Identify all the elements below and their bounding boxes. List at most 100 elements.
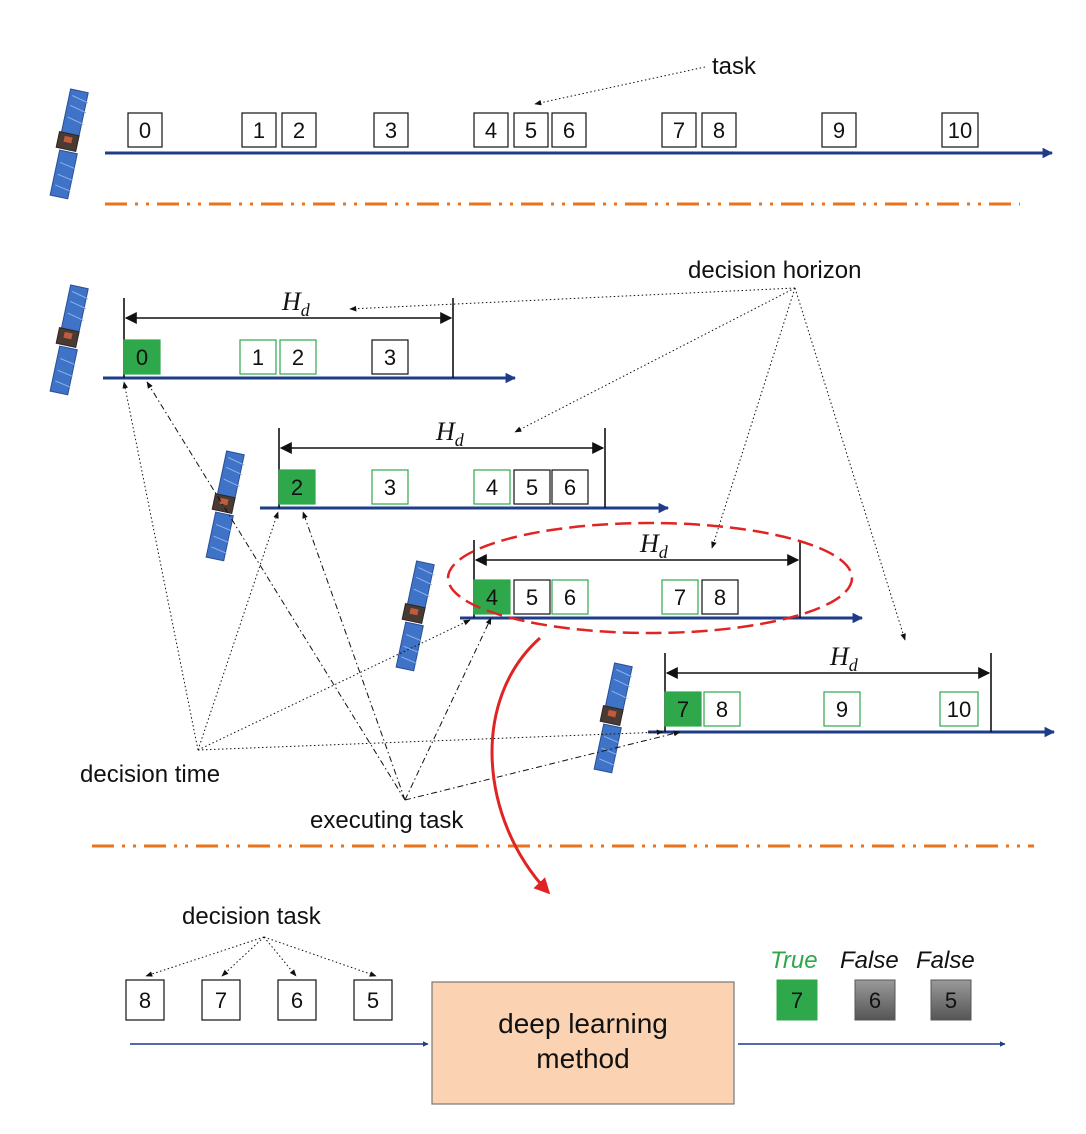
task-number: 1 (253, 118, 265, 143)
task-number: 0 (139, 118, 151, 143)
decision-horizon-label: decision horizon (688, 257, 861, 284)
output-value: 5 (945, 988, 957, 1013)
task-number: 0 (136, 345, 148, 370)
task-box: 1 (241, 112, 277, 148)
task-box: 4 (473, 112, 509, 148)
task-box: 7 (201, 979, 241, 1021)
task-box: 6 (277, 979, 317, 1021)
task-number: 1 (252, 345, 264, 370)
output-value: 6 (869, 988, 881, 1013)
executing-task-label: executing task (310, 807, 464, 834)
horizon-label: Hd (639, 529, 669, 562)
task-box: 2 (278, 469, 316, 505)
zoom-arrow (490, 636, 551, 895)
output-box (776, 979, 818, 1021)
horizon-label: Hd (281, 287, 311, 320)
task-number: 5 (526, 475, 538, 500)
task-box: 5 (513, 579, 551, 615)
task-pointer (534, 66, 706, 106)
task-number: 4 (486, 585, 498, 610)
task-box: 7 (664, 691, 702, 727)
output-box (930, 979, 972, 1021)
task-number: 7 (677, 697, 689, 722)
output-item: False 5 (916, 947, 975, 1021)
task-number: 8 (716, 697, 728, 722)
highlight-ellipse (446, 521, 854, 635)
task-box: 5 (513, 112, 549, 148)
task-number: 9 (836, 697, 848, 722)
output-label: False (916, 947, 975, 974)
satellite-icon (205, 450, 246, 562)
task-box: 10 (939, 691, 979, 727)
horizon-label: Hd (435, 417, 465, 450)
task-number: 6 (563, 118, 575, 143)
task-number: 3 (385, 118, 397, 143)
task-box: 0 (123, 339, 161, 375)
output-box (854, 979, 896, 1021)
stage-4: Hd 7 8 9 10 (593, 642, 1056, 774)
task-number: 7 (215, 988, 227, 1013)
satellite-icon (49, 88, 90, 200)
task-number: 8 (139, 988, 151, 1013)
horizon-label: Hd (829, 642, 859, 675)
task-box: 8 (703, 691, 741, 727)
task-box: 6 (551, 469, 589, 505)
task-number: 9 (833, 118, 845, 143)
decision-time-label: decision time (80, 761, 220, 788)
task-number: 5 (525, 118, 537, 143)
output-label: True (770, 947, 818, 974)
task-box: 8 (701, 579, 739, 615)
task-number: 8 (714, 585, 726, 610)
decision-task-label: decision task (182, 903, 322, 930)
task-box: 4 (473, 469, 511, 505)
decision-horizon-pointers (349, 287, 906, 641)
decision-task-pointers (145, 936, 377, 977)
task-box: 9 (823, 691, 861, 727)
task-number: 4 (486, 475, 498, 500)
task-number: 2 (292, 345, 304, 370)
task-box: 7 (661, 579, 699, 615)
task-box: 10 (941, 112, 979, 148)
task-box: 8 (701, 112, 737, 148)
task-box: 6 (551, 112, 587, 148)
task-box: 9 (821, 112, 857, 148)
task-number: 10 (948, 118, 972, 143)
task-box: 3 (373, 112, 409, 148)
task-number: 4 (485, 118, 497, 143)
task-number: 6 (564, 475, 576, 500)
task-box: 2 (281, 112, 317, 148)
task-box: 4 (473, 579, 511, 615)
task-number: 7 (674, 585, 686, 610)
task-box: 5 (513, 469, 551, 505)
satellite-icon (49, 284, 90, 396)
decision-task-boxes: 8 7 6 5 (125, 979, 393, 1021)
output-item: True 7 (770, 947, 818, 1021)
task-box: 1 (239, 339, 277, 375)
task-number: 6 (291, 988, 303, 1013)
output-value: 7 (791, 988, 803, 1013)
satellite-icon (395, 560, 436, 672)
task-box: 3 (371, 469, 409, 505)
task-box: 5 (353, 979, 393, 1021)
decision-time-pointers (122, 381, 664, 751)
task-box: 0 (127, 112, 163, 148)
task-label: task (712, 53, 757, 80)
output-results: True 7 False 6 False 5 (770, 947, 975, 1021)
stage-2: Hd 2 3 4 5 6 (205, 417, 670, 562)
task-number: 8 (713, 118, 725, 143)
task-number: 7 (673, 118, 685, 143)
output-item: False 6 (840, 947, 899, 1021)
output-label: False (840, 947, 899, 974)
method-line-1: deep learning (498, 1008, 668, 1039)
task-number: 2 (291, 475, 303, 500)
task-number: 10 (947, 697, 971, 722)
task-number: 5 (526, 585, 538, 610)
satellite-icon (593, 662, 634, 774)
task-number: 5 (367, 988, 379, 1013)
